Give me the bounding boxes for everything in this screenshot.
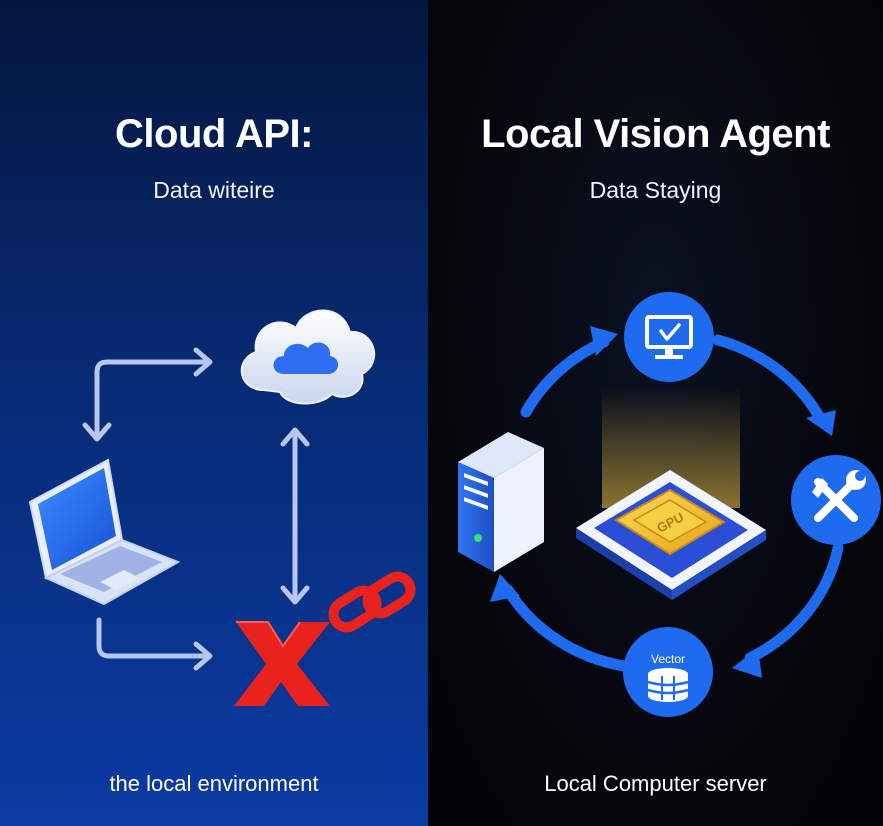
vector-database-icon: Vector bbox=[623, 627, 713, 717]
cloud-api-title: Cloud API: bbox=[115, 112, 313, 156]
arrowhead-down-left bbox=[82, 422, 112, 442]
local-cycle-diagram: Vector bbox=[458, 292, 881, 717]
arrow-laptop-to-error bbox=[96, 617, 211, 659]
error-x-icon bbox=[234, 621, 330, 706]
cycle-arrowheads bbox=[490, 326, 836, 678]
local-agent-subtitle: Data Staying bbox=[589, 177, 722, 203]
arc-server-to-monitor bbox=[520, 336, 610, 418]
arrowhead-right-bottom bbox=[193, 641, 213, 671]
arc-monitor-to-tools bbox=[712, 334, 826, 424]
arrowhead-right-top bbox=[193, 347, 213, 377]
cloud-api-panel: Cloud API: Data witeire bbox=[0, 0, 428, 826]
cycle-arrows bbox=[502, 334, 844, 672]
broken-link-icon bbox=[328, 571, 416, 633]
arc-tools-to-vector bbox=[744, 542, 844, 664]
vector-label: Vector bbox=[651, 652, 685, 666]
flow-arrows bbox=[82, 347, 310, 671]
tools-icon bbox=[791, 455, 881, 545]
arc-vector-to-server bbox=[502, 584, 630, 672]
local-agent-panel: Local Vision Agent Data Staying bbox=[428, 0, 883, 826]
gpu-chip-icon: GPU bbox=[576, 470, 766, 600]
cloud-api-subtitle: Data witeire bbox=[153, 177, 275, 203]
local-agent-title: Local Vision Agent bbox=[481, 112, 830, 156]
cloud-api-caption: the local environment bbox=[109, 771, 319, 796]
monitor-check-icon bbox=[624, 292, 714, 382]
arrowhead-up bbox=[280, 427, 310, 447]
arrow-laptop-to-cloud bbox=[94, 359, 211, 438]
cloud-flow-diagram bbox=[28, 309, 416, 706]
arrowhead-down bbox=[280, 585, 310, 605]
cloud-icon bbox=[240, 309, 376, 405]
server-icon bbox=[458, 432, 544, 572]
laptop-icon bbox=[28, 458, 181, 606]
local-agent-caption: Local Computer server bbox=[544, 771, 767, 796]
